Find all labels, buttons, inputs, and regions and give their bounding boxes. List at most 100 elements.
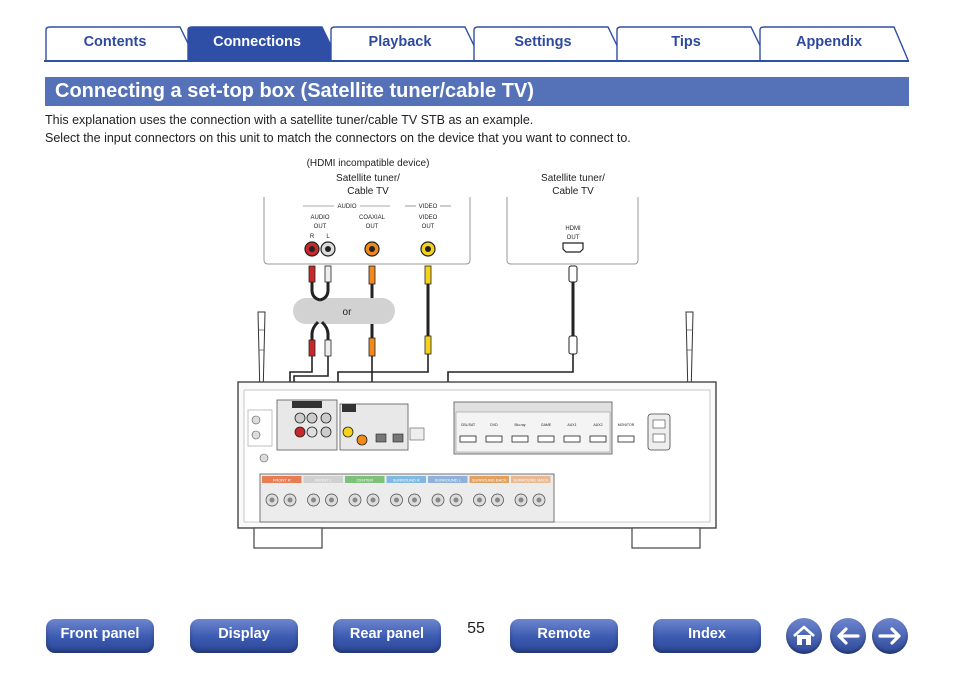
hdmi-port-label-5: AUX1 bbox=[567, 423, 576, 427]
tab-settings[interactable]: Settings bbox=[514, 34, 572, 50]
hdmi-port-label-3: Blu-ray bbox=[514, 423, 525, 427]
page-title: Connecting a set-top box (Satellite tune… bbox=[55, 80, 534, 102]
video-group-label: VIDEO bbox=[419, 204, 438, 210]
connection-diagram: (HDMI incompatible device) Satellite tun… bbox=[237, 158, 717, 549]
speaker-color-strip bbox=[511, 476, 551, 483]
speaker-label: FRONT L bbox=[315, 478, 333, 483]
top-tab-bar: Contents Connections Playback Settings T… bbox=[0, 0, 954, 64]
video-jack bbox=[420, 241, 436, 257]
or-bubble bbox=[293, 298, 395, 324]
tab-playback-shape bbox=[330, 26, 482, 61]
speaker-post-center bbox=[311, 497, 316, 503]
coaxial-label-2: OUT bbox=[366, 224, 379, 230]
coaxial-label-1: COAXIAL bbox=[359, 215, 386, 221]
speaker-terminal: FRONT L bbox=[303, 476, 343, 507]
tab-appendix[interactable]: Appendix bbox=[795, 34, 863, 50]
home-button[interactable] bbox=[786, 618, 822, 654]
speaker-terminal-group: FRONT R FRONT L CENTER SURROUND R SURROUND L… bbox=[262, 476, 551, 507]
speaker-post-center bbox=[329, 497, 334, 503]
audio-l-label: L bbox=[326, 234, 330, 240]
tab-tips[interactable]: Tips bbox=[671, 34, 701, 50]
coaxial-jack bbox=[364, 241, 380, 257]
speaker-post-center bbox=[477, 497, 482, 503]
speaker-post-center bbox=[435, 497, 441, 503]
speaker-label: CENTER bbox=[357, 478, 374, 483]
front-panel-button[interactable]: Front panel bbox=[46, 619, 154, 653]
tab-connections-shape bbox=[187, 26, 340, 61]
speaker-post-center bbox=[453, 497, 459, 503]
hdmi-out-label-1: HDMI bbox=[565, 226, 581, 232]
speaker-post-center bbox=[287, 497, 293, 503]
speaker-label: SURROUND BACK bbox=[472, 478, 507, 483]
hdmi-port-label-6: AUX2 bbox=[593, 423, 602, 427]
speaker-color-strip bbox=[428, 476, 468, 483]
left-device-name-1: Satellite tuner/ bbox=[336, 173, 400, 184]
speaker-label: SURROUND BACK bbox=[513, 478, 548, 483]
hdmi-monitor-label: MONITOR bbox=[618, 423, 635, 427]
hdmi-out-label-2: OUT bbox=[567, 235, 580, 241]
speaker-terminal: SURROUND R bbox=[386, 476, 426, 507]
left-device-name-2: Cable TV bbox=[347, 186, 389, 197]
speaker-color-strip bbox=[345, 476, 385, 483]
hdmi-cable bbox=[447, 265, 578, 433]
speaker-color-strip bbox=[386, 476, 426, 483]
page-number: 55 bbox=[467, 620, 485, 637]
tab-appendix-shape bbox=[759, 26, 909, 61]
intro-text-1: This explanation uses the connection wit… bbox=[45, 113, 534, 127]
speaker-color-strip bbox=[262, 476, 302, 483]
audio-out-label-1: AUDIO bbox=[310, 215, 329, 221]
speaker-color-strip bbox=[303, 476, 343, 483]
tab-tips-shape bbox=[616, 26, 768, 61]
speaker-post-center bbox=[518, 497, 524, 503]
page-title-bar: Connecting a set-top box (Satellite tune… bbox=[45, 77, 909, 106]
speaker-label: SURROUND L bbox=[435, 478, 462, 483]
right-set-top-box: HDMI OUT bbox=[506, 197, 639, 265]
tab-shapes bbox=[44, 26, 909, 62]
home-icon bbox=[793, 625, 815, 645]
speaker-color-strip bbox=[469, 476, 509, 483]
tab-playback[interactable]: Playback bbox=[368, 34, 432, 50]
speaker-post-center bbox=[412, 497, 417, 503]
forward-button[interactable] bbox=[872, 618, 908, 654]
tab-contents[interactable]: Contents bbox=[83, 34, 147, 50]
arrow-left-icon bbox=[837, 627, 860, 645]
remote-button[interactable]: Remote bbox=[510, 619, 618, 653]
intro-text-2: Select the input connectors on this unit… bbox=[45, 131, 631, 145]
index-button[interactable]: Index bbox=[653, 619, 761, 653]
audio-out-label-2: OUT bbox=[314, 224, 327, 230]
speaker-terminal: FRONT R bbox=[262, 476, 302, 507]
hdmi-out-port bbox=[562, 242, 584, 253]
hdmi-input-ports bbox=[459, 435, 635, 443]
or-label: or bbox=[343, 307, 353, 318]
tab-connections[interactable]: Connections bbox=[213, 34, 301, 50]
av-receiver-rear-panel: CBL/SAT DVD Blu-ray GAME AUX1 AUX2 MONIT… bbox=[237, 381, 717, 549]
rear-panel-button[interactable]: Rear panel bbox=[333, 619, 441, 653]
speaker-post-center bbox=[495, 497, 500, 503]
speaker-label: FRONT R bbox=[273, 478, 291, 483]
speaker-post-center bbox=[269, 497, 275, 503]
speaker-terminal: SURROUND BACK bbox=[469, 476, 509, 507]
speaker-terminal: SURROUND L bbox=[428, 476, 468, 507]
hdmi-port-label-2: DVD bbox=[490, 423, 498, 427]
audio-r-label: R bbox=[310, 234, 315, 240]
hdmi-port-label-1: CBL/SAT bbox=[461, 423, 476, 427]
audio-l-jack bbox=[320, 241, 336, 257]
left-set-top-box: AUDIO VIDEO AUDIO OUT R L COAXIAL OUT VI… bbox=[263, 197, 471, 265]
tab-settings-shape bbox=[473, 26, 625, 61]
arrow-right-icon bbox=[878, 627, 901, 645]
receiver-foot-left bbox=[253, 527, 323, 549]
video-label-1: VIDEO bbox=[419, 215, 438, 221]
display-button[interactable]: Display bbox=[190, 619, 298, 653]
left-device-note: (HDMI incompatible device) bbox=[307, 158, 430, 169]
back-button[interactable] bbox=[830, 618, 866, 654]
audio-group-label: AUDIO bbox=[337, 204, 356, 210]
speaker-post-center bbox=[352, 497, 358, 503]
receiver-foot-right bbox=[631, 527, 701, 549]
right-device-name-1: Satellite tuner/ bbox=[541, 173, 605, 184]
speaker-post-center bbox=[536, 497, 542, 503]
audio-r-jack bbox=[304, 241, 320, 257]
video-label-2: OUT bbox=[422, 224, 435, 230]
speaker-label: SURROUND R bbox=[393, 478, 420, 483]
speaker-terminal: CENTER bbox=[345, 476, 385, 507]
tab-contents-shape bbox=[45, 26, 197, 61]
